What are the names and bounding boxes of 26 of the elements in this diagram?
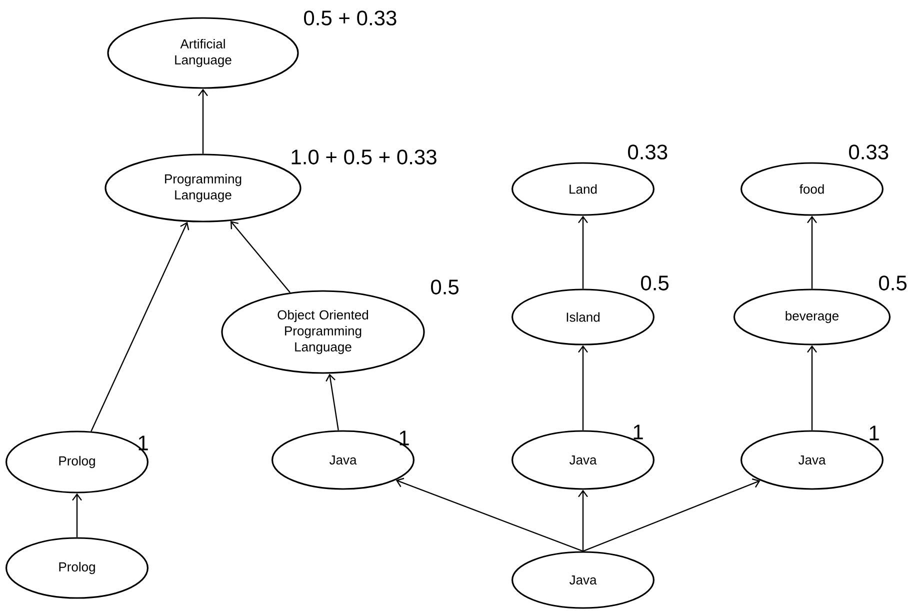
- arrow: [396, 478, 584, 552]
- weight-label: 1: [870, 426, 879, 440]
- arrow: [198, 88, 208, 154]
- arrow: [326, 374, 339, 430]
- weight-label: 0.33: [628, 144, 668, 160]
- weight-label: 0.5: [641, 276, 668, 290]
- ellipse-node: Land: [512, 162, 655, 216]
- ellipse-node: Object Oriented Programming Language: [221, 290, 425, 374]
- ellipse-node: Prolog: [6, 537, 149, 599]
- weight-label: 0.33: [849, 144, 888, 160]
- weight-label: 0.5: [879, 276, 907, 290]
- arrow: [807, 216, 817, 289]
- weight-label: 0.5: [431, 280, 458, 294]
- arrow: [582, 478, 760, 552]
- arrow: [807, 345, 817, 430]
- weight-label: 1.0 + 0.5 + 0.33: [292, 150, 436, 164]
- arrow: [72, 493, 82, 538]
- arrow: [578, 216, 588, 289]
- arrow: [578, 490, 588, 552]
- arrow: [578, 345, 588, 430]
- weight-label: 0.5 + 0.33: [304, 10, 396, 26]
- ellipse-node: Artificial Language: [107, 17, 299, 89]
- ellipse-node: Java: [512, 551, 655, 609]
- arrow: [90, 222, 190, 432]
- arrow: [230, 220, 290, 293]
- ellipse-node: food: [740, 162, 884, 216]
